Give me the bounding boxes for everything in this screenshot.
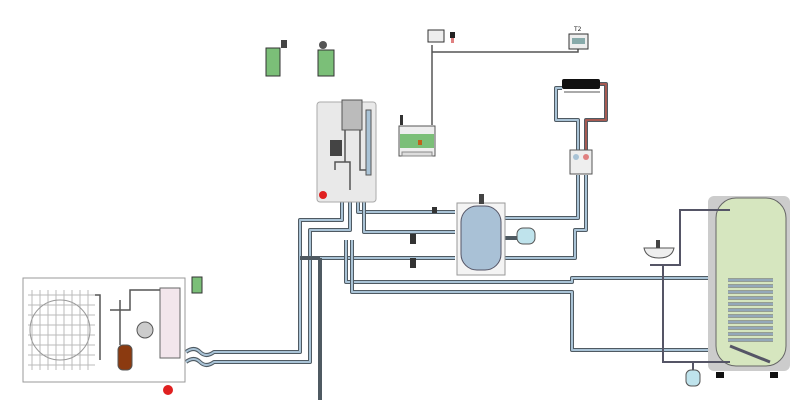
buffer-tank (456, 194, 506, 276)
mixing-valve (569, 149, 593, 175)
dhw-tank (708, 196, 790, 378)
domestic-water-pipes (650, 209, 730, 370)
refrigerant-lines (184, 190, 352, 367)
outdoor-controller (191, 276, 203, 294)
thermostat-t1 (427, 29, 455, 43)
wireless-controller (265, 40, 335, 77)
radiator (562, 79, 600, 89)
stop-button[interactable] (319, 191, 327, 199)
sink (643, 240, 675, 259)
expansion-vessel (516, 227, 536, 245)
indoor-unit (316, 99, 377, 203)
heating-pipes (300, 175, 710, 400)
stop-button[interactable] (163, 385, 173, 395)
thermostat-t2: T2 (568, 26, 589, 50)
pump-valve (410, 207, 437, 268)
cold-water-expansion-vessel (685, 369, 701, 387)
radiator-circuit (554, 79, 608, 175)
thermostat-label: T2 (573, 26, 582, 33)
controller (398, 115, 436, 157)
outdoor-unit (22, 277, 186, 395)
